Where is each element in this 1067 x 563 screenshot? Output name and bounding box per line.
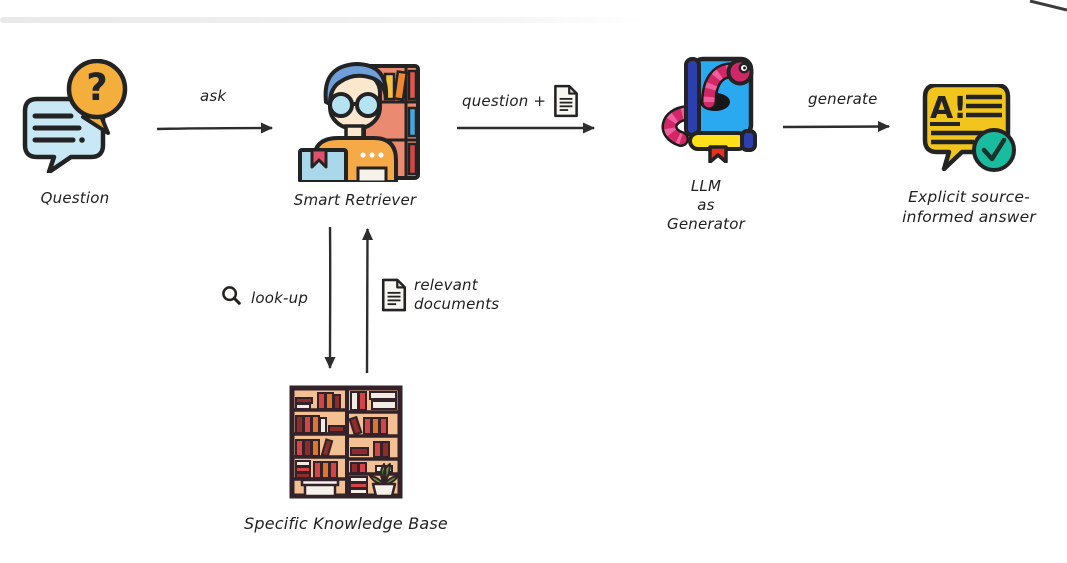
node-question: ? Question — [20, 58, 130, 207]
question-doc-edge-label: question + — [462, 84, 580, 118]
answer-label-line2: informed answer — [902, 208, 1036, 227]
bookshelf-icon — [288, 384, 404, 500]
ai-chat-check-icon: A! — [922, 82, 1016, 174]
magnifier-icon — [220, 285, 245, 310]
question-label: Question — [40, 189, 110, 207]
llm-label-line1: LLM — [690, 177, 722, 195]
answer-label: Explicit source- informed answer — [902, 187, 1036, 227]
svg-text:A!: A! — [930, 91, 967, 126]
llm-label-line3: Generator — [667, 214, 745, 233]
svg-text:?: ? — [86, 66, 107, 109]
llm-label-line2: as — [697, 195, 715, 214]
document-icon — [380, 277, 408, 313]
llm-label: LLM as Generator — [667, 177, 745, 233]
librarian-bookshelf-icon — [288, 54, 422, 184]
relevant-docs-line2: documents — [414, 294, 500, 313]
node-answer: A! Explicit source- informed answer — [900, 82, 1038, 227]
chat-question-icon: ? — [21, 58, 129, 175]
ask-edge-label: ask — [200, 87, 226, 105]
question-doc-text: question + — [462, 92, 547, 110]
node-llm: LLM as Generator — [646, 55, 766, 233]
look-up-edge-label: look-up — [220, 285, 308, 310]
relevant-docs-edge-label: relevant documents — [380, 276, 499, 314]
look-up-text: look-up — [251, 288, 309, 307]
arrow-relevant-docs — [361, 228, 373, 374]
top-shadow-band — [0, 17, 645, 23]
document-icon — [552, 84, 580, 118]
generate-text: generate — [808, 90, 878, 108]
bookworm-book-icon — [653, 55, 759, 164]
corner-line — [1029, 0, 1067, 12]
answer-label-line1: Explicit source- — [908, 188, 1030, 206]
smart-retriever-label: Smart Retriever — [293, 191, 417, 209]
node-knowledge-base: Specific Knowledge Base — [244, 384, 448, 533]
arrow-generate — [782, 121, 890, 133]
relevant-docs-line1: relevant — [414, 276, 478, 294]
arrow-ask — [156, 122, 273, 134]
generate-edge-label: generate — [808, 90, 878, 108]
node-smart-retriever: Smart Retriever — [288, 54, 422, 209]
knowledge-base-label: Specific Knowledge Base — [244, 514, 448, 533]
ask-text: ask — [200, 87, 227, 105]
